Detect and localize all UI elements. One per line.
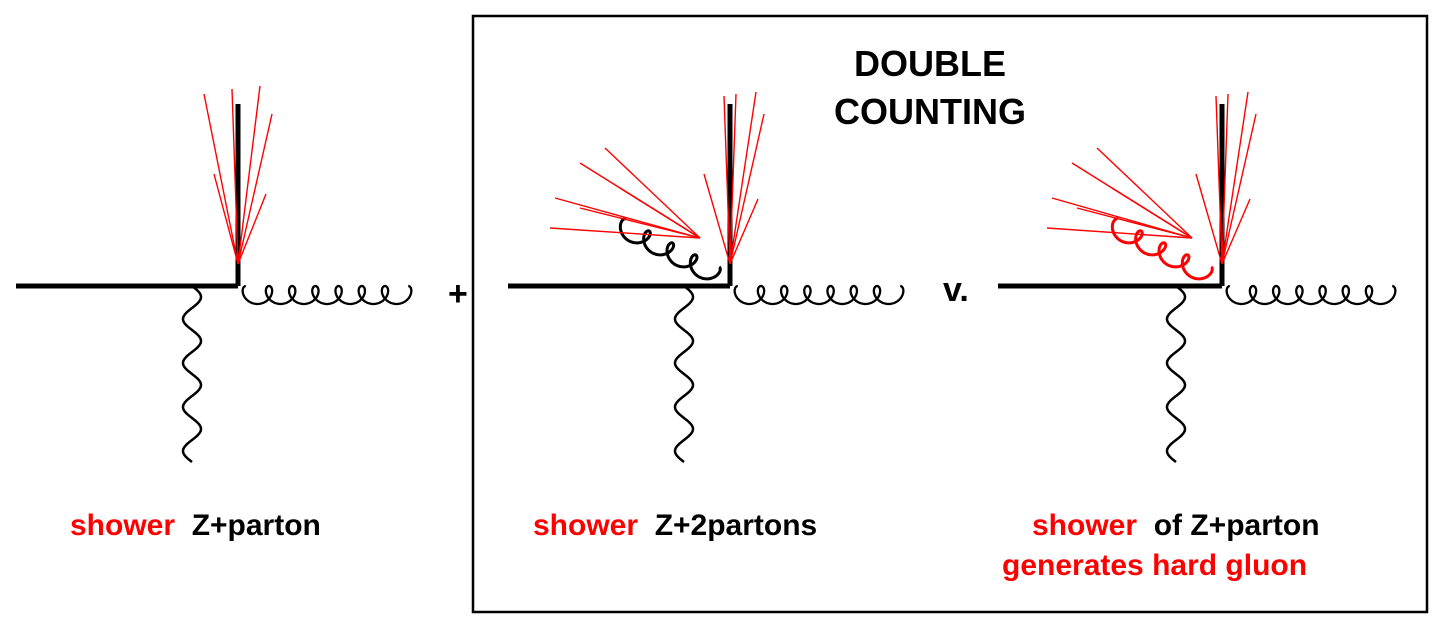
d3-z-boson [1165, 285, 1187, 463]
d2-jet-ray-1 [703, 173, 731, 265]
d3-jet-ray-6 [1221, 198, 1251, 265]
double-counting-title: DOUBLE COUNTING [760, 40, 1100, 136]
caption-2-process: Z+2partons [654, 509, 818, 542]
title-line-2: COUNTING [834, 91, 1026, 132]
d3-jet-ray-5 [1221, 113, 1257, 265]
d1-jet-ray-6 [237, 193, 267, 265]
double-counting-box [471, 14, 1429, 614]
d3-hard-gluon [1110, 217, 1214, 281]
versus-label: v. [943, 271, 969, 309]
caption-2: shower Z+2partons [533, 511, 817, 541]
d3-gluon-jet-ray-6 [1111, 187, 1193, 239]
d3-gluon-jet-ray-3 [1046, 227, 1193, 239]
caption-1: shower Z+parton [70, 511, 321, 541]
diagram-shower-hard-gluon [998, 91, 1397, 463]
d1-jet-ray-1 [203, 93, 239, 265]
caption-3-shower: shower [1032, 509, 1138, 542]
d3-gluon-jet-ray-2 [1096, 147, 1193, 239]
d2-jet-ray-2 [723, 95, 731, 265]
caption-3-line2: generates hard gluon [1002, 549, 1308, 582]
plus-sign: + [448, 275, 468, 313]
d2-jet-ray-4 [729, 91, 757, 265]
diagram-z-plus-parton [16, 85, 413, 463]
d2-gluon-jet-ray-2 [604, 147, 701, 239]
d3-jet-ray-4 [1221, 91, 1249, 265]
d3-jet-ray-1 [1195, 173, 1223, 265]
d2-gluon-jet-ray-6 [619, 187, 701, 239]
d2-jet-ray-5 [729, 113, 765, 265]
d1-jet-ray-3 [231, 88, 239, 265]
d1-jet-ray-5 [237, 113, 273, 265]
d1-z-boson [181, 285, 203, 463]
d2-z-boson [673, 285, 695, 463]
d2-jet-ray-6 [729, 198, 759, 265]
d2-gluon-jet-ray-5 [579, 207, 701, 239]
d1-jet-ray-4 [237, 85, 261, 265]
caption-1-process: Z+parton [191, 509, 321, 542]
caption-3: shower of Z+parton [1032, 511, 1320, 541]
diagram-z-plus-2partons [508, 91, 905, 463]
d3-jet-ray-2 [1215, 95, 1223, 265]
d3-jet-ray-3 [1221, 93, 1229, 265]
caption-1-shower: shower [70, 509, 176, 542]
d3-outgoing-gluon [1225, 284, 1397, 306]
d2-extra-gluon [618, 217, 722, 281]
d2-jet-ray-3 [729, 93, 737, 265]
title-line-1: DOUBLE [854, 43, 1006, 84]
d1-jet-ray-2 [213, 173, 239, 265]
d2-outgoing-gluon [733, 284, 905, 306]
d3-gluon-jet-ray-5 [1076, 207, 1193, 239]
caption-3-process: of Z+parton [1153, 509, 1320, 542]
d1-outgoing-gluon [241, 284, 413, 306]
caption-2-shower: shower [533, 509, 639, 542]
d2-gluon-jet-ray-3 [549, 227, 701, 239]
